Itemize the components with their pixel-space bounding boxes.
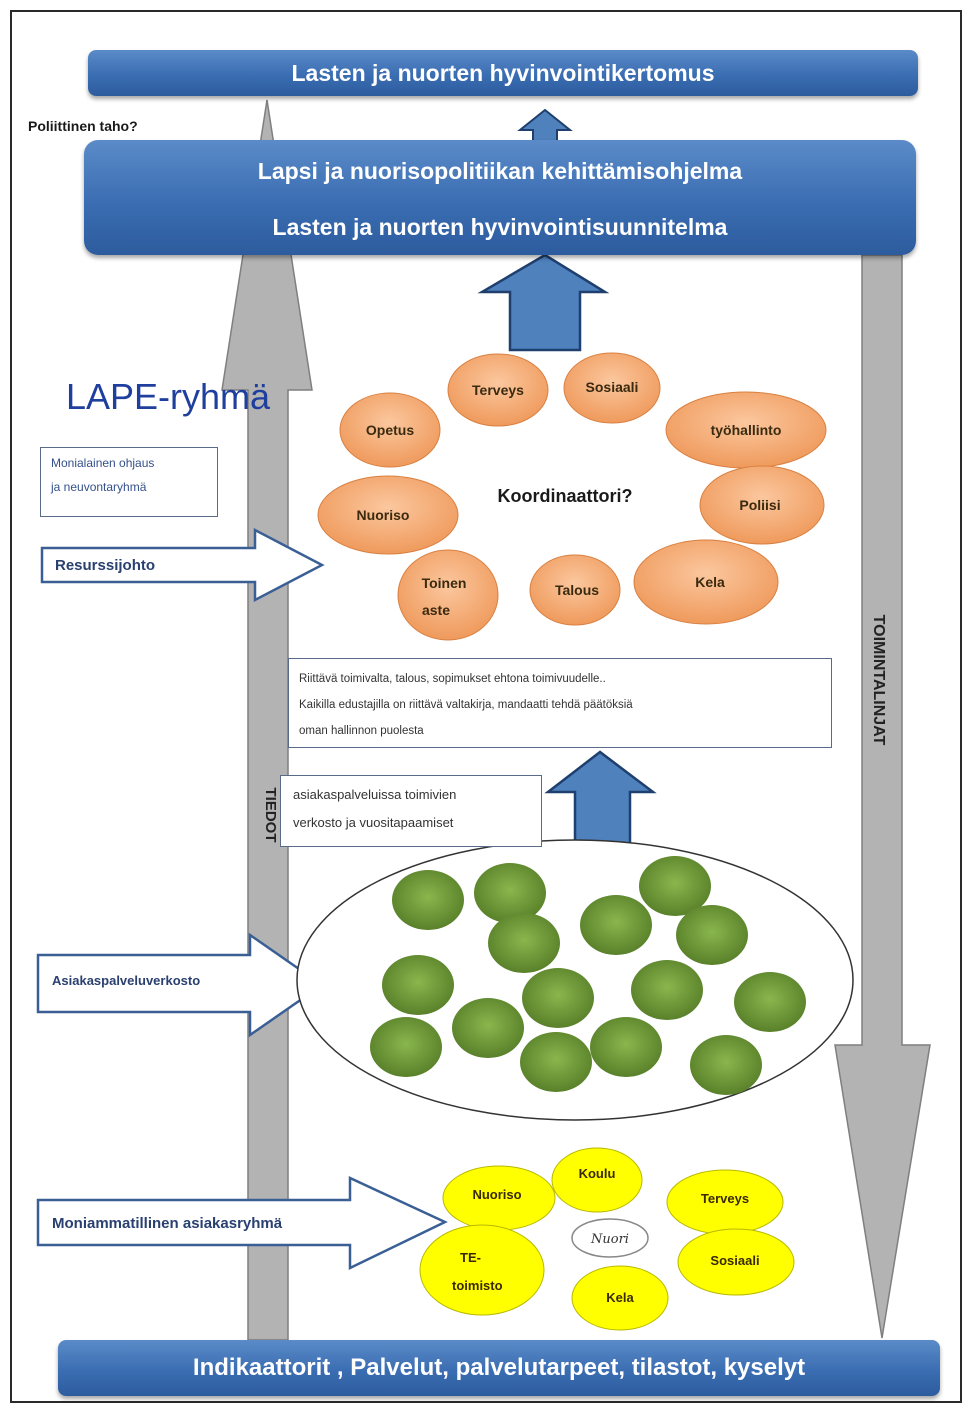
node-label: Sosiaali xyxy=(586,379,639,395)
green-circle xyxy=(488,913,560,973)
node-label: Terveys xyxy=(472,382,524,398)
node-label: työhallinto xyxy=(711,422,782,438)
node-label: toimisto xyxy=(452,1278,503,1293)
green-circle xyxy=(520,1032,592,1092)
green-circle xyxy=(639,856,711,916)
green-circle xyxy=(631,960,703,1020)
green-circle xyxy=(590,1017,662,1077)
node-label: Nuoriso xyxy=(357,507,410,523)
program-line-1: Lapsi ja nuorisopolitiikan kehittämisohj… xyxy=(257,158,743,184)
node-label: Talous xyxy=(555,582,599,598)
node-kela-yellow xyxy=(571,1265,669,1331)
youth-logo-ellipse xyxy=(571,1218,649,1258)
node-label: Opetus xyxy=(366,422,414,438)
resource-arrow-shape xyxy=(40,527,325,603)
development-program-bar: Lapsi ja nuorisopolitiikan kehittämisohj… xyxy=(84,140,916,255)
green-circle xyxy=(676,905,748,965)
guidance-line-1: Monialainen ohjaus xyxy=(51,456,155,470)
lape-up-arrow xyxy=(477,253,610,352)
green-circle xyxy=(734,972,806,1032)
node-label: Kela xyxy=(695,574,725,590)
node-poliisi xyxy=(699,465,825,545)
green-circles xyxy=(370,856,806,1095)
node-terveys xyxy=(447,353,549,427)
node-te-toimisto xyxy=(419,1224,545,1316)
orange-nodes xyxy=(317,352,827,641)
green-circle xyxy=(452,998,524,1058)
political-label: Poliittinen taho? xyxy=(28,118,138,134)
node-talous xyxy=(529,554,621,626)
node-kela xyxy=(633,539,779,625)
multi-group-arrow-shape xyxy=(36,1176,448,1270)
indicators-title: Indikaattorit , Palvelut, palvelutarpeet… xyxy=(192,1354,806,1381)
node-label: Toinen xyxy=(422,575,467,591)
node-label: Terveys xyxy=(701,1191,749,1206)
green-circle xyxy=(690,1035,762,1095)
multi-group-arrow-label: Moniammatillinen asiakasryhmä xyxy=(52,1215,283,1232)
network-line-1: asiakaspalveluissa toimivien xyxy=(293,787,457,802)
authority-line-1: Riittävä toimivalta, talous, sopimukset … xyxy=(299,673,606,685)
yellow-nodes xyxy=(419,1147,795,1331)
program-line-2: Lasten ja nuorten hyvinvointisuunnitelma xyxy=(272,214,728,240)
right-policy-arrow xyxy=(834,254,931,1339)
diagram-frame xyxy=(10,10,962,1403)
green-circle xyxy=(580,895,652,955)
green-circle xyxy=(474,863,546,923)
customer-network-arrow-label: Asiakaspalveluverkosto xyxy=(52,973,200,988)
indicators-bar: Indikaattorit , Palvelut, palvelutarpeet… xyxy=(58,1340,940,1396)
node-toinen-aste xyxy=(397,549,499,641)
node-nuoriso xyxy=(317,475,459,555)
coordinator-label: Koordinaattori? xyxy=(498,486,633,506)
wellbeing-report-bar: Lasten ja nuorten hyvinvointikertomus xyxy=(88,50,918,96)
left-axis-label: TIEDOT xyxy=(262,788,279,843)
customer-network-arrow-shape xyxy=(36,932,325,1038)
network-line-2: verkosto ja vuositapaamiset xyxy=(293,815,454,830)
guidance-box: Monialainen ohjaus ja neuvontaryhmä xyxy=(40,447,218,517)
node-label: Nuoriso xyxy=(472,1187,521,1202)
authority-line-2: Kaikilla edustajilla on riittävä valtaki… xyxy=(299,699,633,711)
green-circle xyxy=(522,968,594,1028)
authority-box: Riittävä toimivalta, talous, sopimukset … xyxy=(288,658,832,748)
top-blue-arrow xyxy=(517,108,573,144)
node-koulu xyxy=(551,1147,643,1213)
node-label: Koulu xyxy=(579,1166,616,1181)
wellbeing-report-title: Lasten ja nuorten hyvinvointikertomus xyxy=(291,60,715,86)
node-sosiaali-yellow xyxy=(677,1228,795,1296)
authority-line-3: oman hallinnon puolesta xyxy=(299,725,424,737)
node-opetus xyxy=(339,392,441,468)
green-circle xyxy=(392,870,464,930)
node-label: aste xyxy=(422,602,450,618)
right-axis-label: TOIMINTALINJAT xyxy=(870,615,887,746)
node-label: Poliisi xyxy=(739,497,780,513)
guidance-line-2: ja neuvontaryhmä xyxy=(51,480,147,494)
green-circle xyxy=(370,1017,442,1077)
youth-logo-text: Nuori xyxy=(590,1232,629,1247)
lape-group-label: LAPE-ryhmä xyxy=(66,376,271,417)
resource-arrow-label: Resurssijohto xyxy=(55,557,155,574)
node-label: TE- xyxy=(460,1250,481,1265)
green-circle xyxy=(382,955,454,1015)
network-box: asiakaspalveluissa toimivien verkosto ja… xyxy=(280,775,542,847)
node-label: Kela xyxy=(606,1290,634,1305)
node-sosiaali xyxy=(563,352,661,424)
node-label: Sosiaali xyxy=(710,1253,759,1268)
